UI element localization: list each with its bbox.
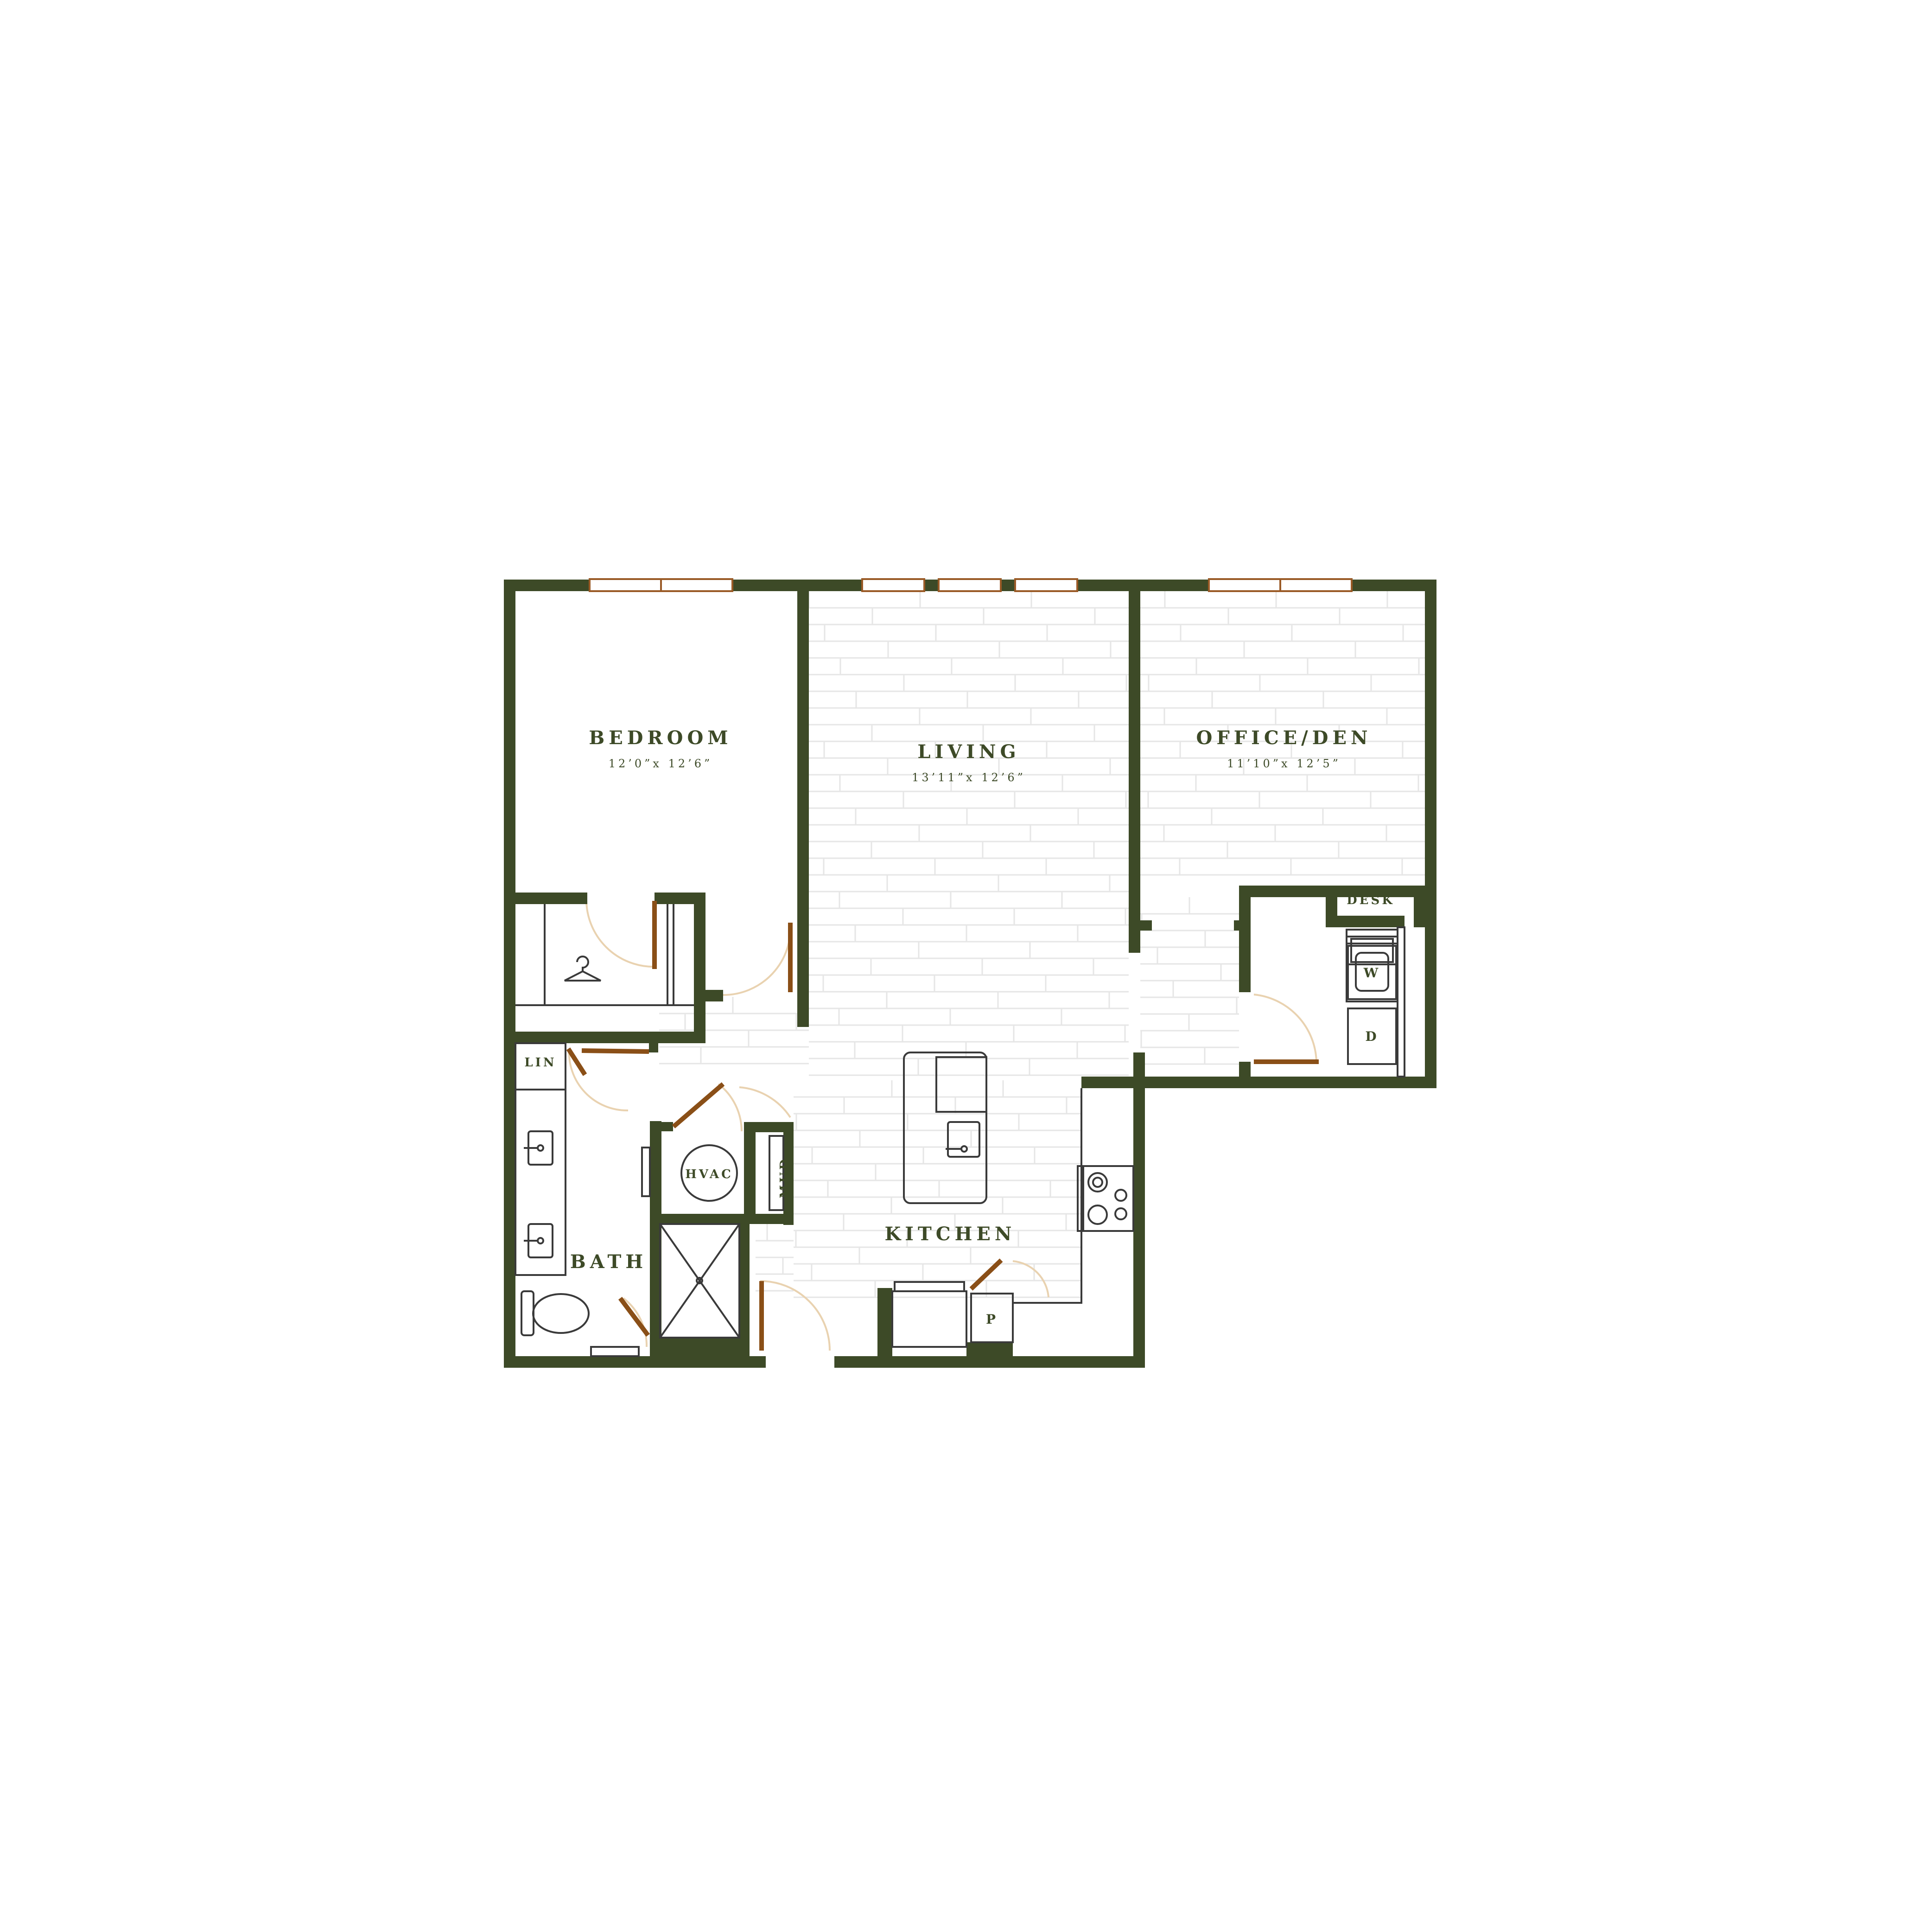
washer-label: W bbox=[1363, 965, 1380, 981]
room-name-bedroom: BEDROOM bbox=[589, 727, 732, 749]
room-size-living: 13’11”x 12’6” bbox=[912, 771, 1026, 784]
window-living-1 bbox=[861, 578, 925, 592]
room-name-kitchen: KITCHEN bbox=[885, 1223, 1016, 1245]
mud-label: MUD bbox=[778, 1157, 792, 1198]
dryer bbox=[1347, 1007, 1397, 1065]
toilet-icon bbox=[521, 1290, 590, 1336]
dryer-label: D bbox=[1365, 1029, 1379, 1044]
washer bbox=[1347, 945, 1397, 1000]
desk-label: DESK bbox=[1347, 893, 1395, 907]
fixtures bbox=[515, 904, 1405, 1357]
cooktop-icon bbox=[1077, 1165, 1134, 1232]
window-living-2 bbox=[938, 578, 1002, 592]
room-name-office: OFFICE/DEN bbox=[1196, 727, 1372, 749]
linen-closet-label: LIN bbox=[524, 1056, 556, 1070]
room-name-living: LIVING bbox=[917, 741, 1020, 763]
room-size-office: 11’10”x 12’5” bbox=[1227, 757, 1341, 770]
window-living-3 bbox=[1014, 578, 1078, 592]
pantry-label: P bbox=[986, 1312, 998, 1327]
hvac-unit bbox=[680, 1144, 738, 1202]
refrigerator bbox=[891, 1290, 967, 1348]
room-size-bedroom: 12’0”x 12’6” bbox=[609, 757, 713, 770]
shower-icon bbox=[659, 1223, 740, 1339]
room-name-bath: BATH bbox=[570, 1251, 647, 1273]
hanger-icon bbox=[564, 956, 601, 982]
walls bbox=[504, 580, 1436, 1368]
windows bbox=[589, 578, 1353, 592]
door-leaves bbox=[566, 901, 1319, 1351]
hvac-label: HVAC bbox=[685, 1167, 733, 1181]
kitchen-island bbox=[903, 1052, 987, 1204]
sink-icon bbox=[524, 1130, 553, 1258]
floor-planks bbox=[659, 591, 1425, 1298]
washer-drum bbox=[1355, 952, 1389, 992]
